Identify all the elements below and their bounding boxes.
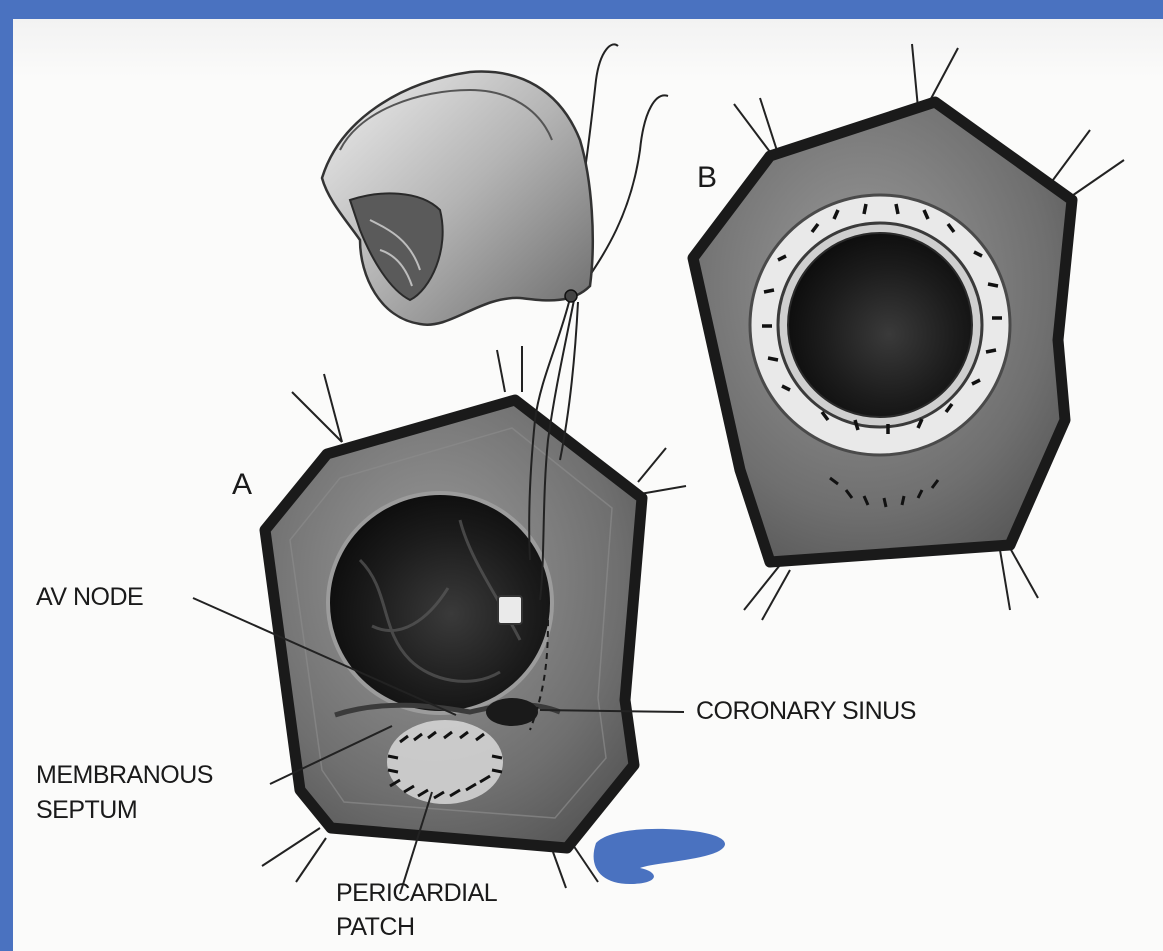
panel-a-tissue (262, 346, 686, 888)
coronary-sinus-ostium (486, 698, 538, 726)
patch-label: PATCH (336, 912, 415, 942)
surgical-illustration (13, 19, 1163, 951)
panel-b-label: B (697, 163, 717, 193)
annotation-blob (594, 829, 725, 884)
illustration-frame: A B AV NODE CORONARY SINUS MEMBRANOUS SE… (13, 19, 1163, 951)
pericardial-label: PERICARDIAL (336, 878, 497, 908)
panel-a-label: A (232, 470, 252, 500)
panel-b-tissue (693, 44, 1124, 620)
panel-b-valve-orifice (788, 233, 972, 417)
membranous-label: MEMBRANOUS (36, 760, 213, 790)
septum-label: SEPTUM (36, 795, 137, 825)
prosthetic-valve (322, 72, 593, 325)
coronary-sinus-label: CORONARY SINUS (696, 696, 916, 726)
av-node-label: AV NODE (36, 582, 143, 612)
